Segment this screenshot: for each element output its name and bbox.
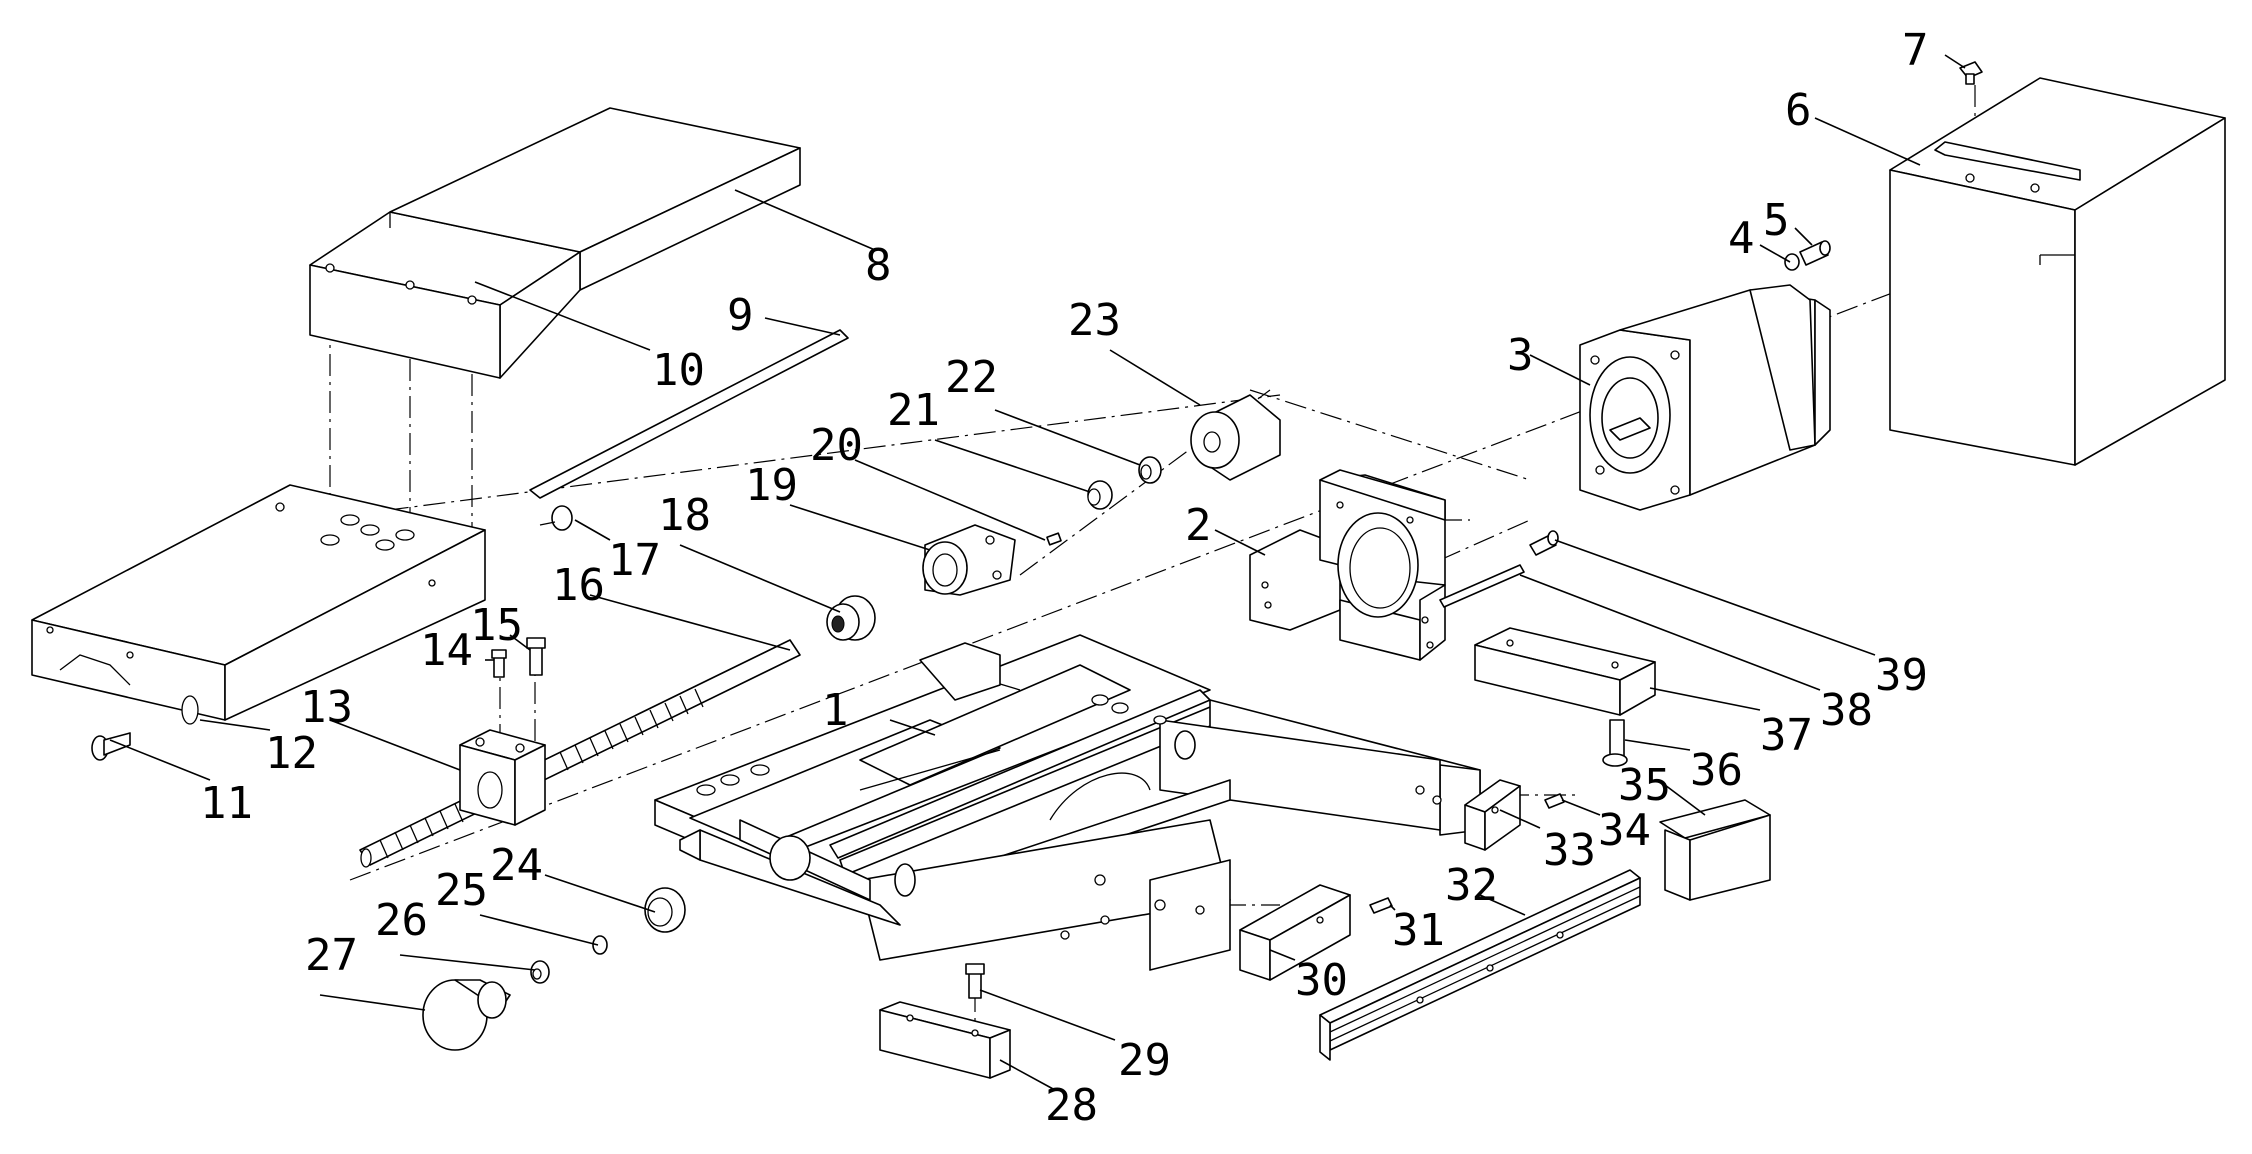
- part-21-collar: [1087, 480, 1113, 510]
- label-21: 21: [887, 385, 940, 436]
- leader-lines: [109, 54, 1966, 1091]
- label-22: 22: [945, 352, 998, 403]
- label-4: 4: [1728, 213, 1755, 264]
- part-6-rear-cover: [1889, 77, 2226, 466]
- part-23-coupling: [1190, 394, 1281, 481]
- label-23: 23: [1068, 295, 1121, 346]
- part-8-top-cover: [309, 107, 801, 379]
- part-14-screw: [491, 649, 507, 678]
- label-25: 25: [435, 865, 488, 916]
- label-7: 7: [1902, 25, 1929, 76]
- label-10: 10: [652, 345, 705, 396]
- part-37-block: [1474, 627, 1656, 716]
- label-6: 6: [1785, 85, 1812, 136]
- part-18-bearing: [826, 595, 876, 641]
- part-22-nut: [1138, 456, 1162, 484]
- label-31: 31: [1392, 905, 1445, 956]
- label-1: 1: [822, 685, 849, 736]
- label-12: 12: [265, 728, 318, 779]
- part-12-carriage-block: [31, 484, 486, 725]
- label-16: 16: [552, 560, 605, 611]
- part-2-motor-mount: [1249, 469, 1446, 661]
- part-33-bracket: [1464, 779, 1521, 851]
- label-29: 29: [1118, 1035, 1171, 1086]
- label-17: 17: [608, 535, 661, 586]
- label-15: 15: [470, 600, 523, 651]
- label-33: 33: [1543, 825, 1596, 876]
- part-39-screw: [1529, 530, 1559, 556]
- label-11: 11: [200, 778, 253, 829]
- label-39: 39: [1875, 650, 1928, 701]
- part-19-flange: [922, 524, 1016, 596]
- label-37: 37: [1760, 710, 1813, 761]
- label-8: 8: [865, 240, 892, 291]
- label-20: 20: [810, 420, 863, 471]
- part-17-pin: [539, 505, 573, 531]
- part-32-rail: [1319, 869, 1641, 1061]
- label-35: 35: [1618, 760, 1671, 811]
- part-number-labels: 1 2 3 4 5 6 7 8 9 10 11 12 13 14 15 16 1…: [200, 25, 1929, 1131]
- label-9: 9: [727, 290, 754, 341]
- part-29-screw: [965, 963, 985, 999]
- label-18: 18: [658, 490, 711, 541]
- part-20-screw: [1046, 532, 1062, 546]
- label-36: 36: [1690, 745, 1743, 796]
- label-14: 14: [420, 625, 473, 676]
- label-26: 26: [375, 895, 428, 946]
- part-31-screw: [1369, 897, 1393, 914]
- part-35-cap: [1659, 799, 1771, 901]
- label-19: 19: [745, 460, 798, 511]
- part-26-nut: [530, 960, 550, 984]
- part-4-washer: [1784, 253, 1800, 271]
- label-5: 5: [1763, 195, 1790, 246]
- part-9-strip: [529, 329, 849, 499]
- label-3: 3: [1507, 330, 1534, 381]
- part-11-screw: [91, 732, 131, 761]
- label-2: 2: [1185, 500, 1212, 551]
- label-30: 30: [1295, 955, 1348, 1006]
- part-34-screw: [1544, 793, 1565, 809]
- label-27: 27: [305, 930, 358, 981]
- part-3-motor: [1579, 284, 1831, 511]
- part-25-nut: [592, 935, 608, 955]
- part-5-screw: [1799, 240, 1831, 266]
- part-27-knob: [422, 979, 511, 1051]
- part-24-bearing: [644, 887, 686, 933]
- part-1-base: [654, 634, 1481, 971]
- label-24: 24: [490, 840, 543, 891]
- part-15-screw: [526, 637, 546, 676]
- part-7-screw: [1959, 61, 1983, 85]
- label-34: 34: [1598, 805, 1651, 856]
- label-38: 38: [1820, 685, 1873, 736]
- label-13: 13: [300, 682, 353, 733]
- label-32: 32: [1445, 860, 1498, 911]
- part-36-bolt: [1602, 719, 1628, 767]
- label-28: 28: [1045, 1080, 1098, 1131]
- part-38-pin: [1439, 564, 1525, 608]
- part-13-nut-block: [459, 729, 546, 826]
- part-28-block: [879, 1001, 1011, 1079]
